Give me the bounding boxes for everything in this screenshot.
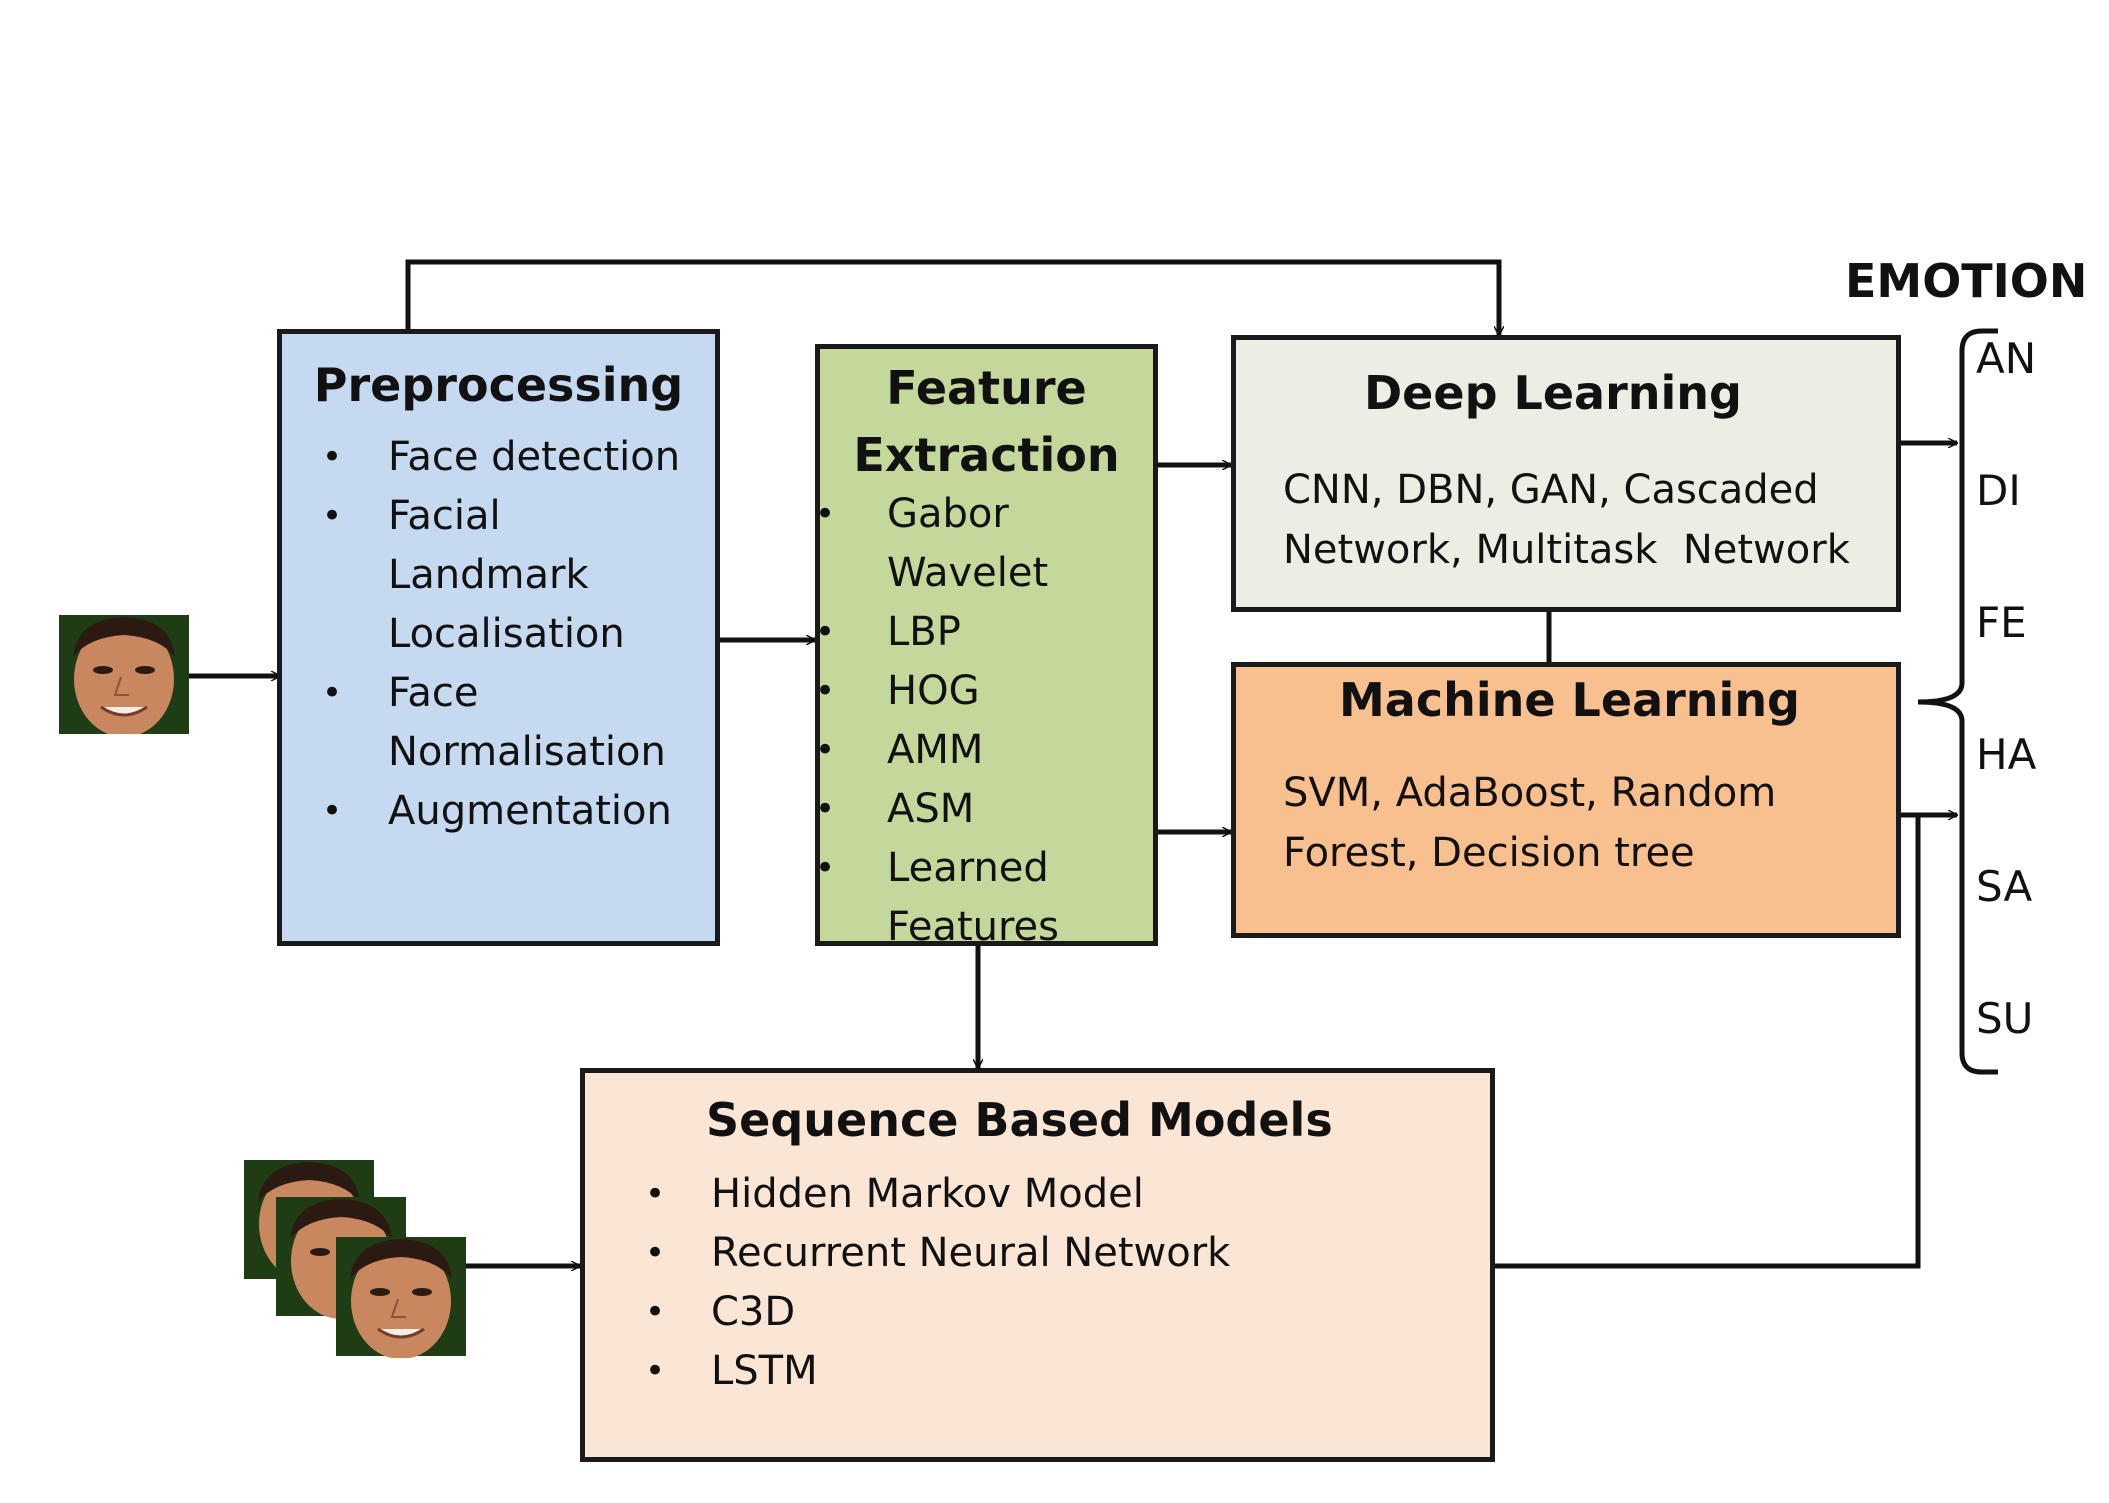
input-frame-stack (244, 1160, 466, 1362)
list-item: Augmentation (322, 782, 712, 841)
list-item: Gabor Wavelet (815, 485, 1048, 603)
preprocessing-list: Face detection Facial Landmark Localisat… (322, 428, 712, 841)
emotion-label-su: SU (1976, 994, 2034, 1043)
machine-learning-methods: SVM, AdaBoost, Random Forest, Decision t… (1283, 770, 1777, 876)
emotion-heading: EMOTION (1845, 254, 2088, 308)
arrow-preprocessing-to-deep-learning (405, 259, 1499, 335)
emotion-label-fe: FE (1976, 598, 2027, 647)
deep-learning-title: Deep Learning (1364, 366, 1742, 420)
sequence-models-list: Hidden Markov Model Recurrent Neural Net… (645, 1165, 1465, 1401)
machine-learning-title: Machine Learning (1339, 673, 1800, 727)
emotion-bracket (1917, 328, 1998, 1075)
list-item: Learned Features (815, 839, 1059, 957)
face-icon (59, 615, 189, 737)
sequence-models-box: Sequence Based Models Hidden Markov Mode… (580, 1068, 1495, 1462)
frame-3 (336, 1237, 466, 1359)
sequence-models-title: Sequence Based Models (706, 1093, 1333, 1147)
list-item: Hidden Markov Model (645, 1165, 1465, 1224)
list-item: HOG (815, 662, 1150, 721)
list-item: C3D (645, 1283, 1465, 1342)
emotion-label-sa: SA (1976, 862, 2033, 911)
emotion-label-ha: HA (1976, 730, 2037, 779)
list-item: ASM (815, 780, 1150, 839)
deep-learning-methods: CNN, DBN, GAN, Cascaded Network, Multita… (1283, 467, 1850, 573)
line-sequence-to-emotion (1495, 815, 1921, 1269)
face-frames-icon (244, 1160, 466, 1359)
feature-extraction-title: Feature Extraction (853, 361, 1120, 482)
list-item: AMM (815, 721, 1150, 780)
preprocessing-box: Preprocessing Face detection Facial Land… (277, 329, 720, 946)
list-item: Face detection (322, 428, 712, 487)
emotion-label-di: DI (1976, 466, 2021, 515)
list-item: Face Normalisation (322, 664, 688, 782)
emotion-label-an: AN (1976, 334, 2037, 383)
feature-extraction-box: Feature Extraction Gabor Wavelet LBP HOG… (815, 344, 1158, 950)
list-item: LBP (815, 603, 1150, 662)
list-item: LSTM (645, 1342, 1465, 1401)
list-item: Recurrent Neural Network (645, 1224, 1465, 1283)
deep-learning-box: Deep Learning CNN, DBN, GAN, Cascaded Ne… (1231, 335, 1901, 612)
input-face-image (59, 615, 189, 738)
feature-extraction-list: Gabor Wavelet LBP HOG AMM ASM Learned Fe… (815, 485, 1150, 957)
preprocessing-title: Preprocessing (313, 358, 684, 412)
machine-learning-box: Machine Learning SVM, AdaBoost, Random F… (1231, 662, 1901, 938)
list-item: Facial Landmark Localisation (322, 487, 638, 664)
